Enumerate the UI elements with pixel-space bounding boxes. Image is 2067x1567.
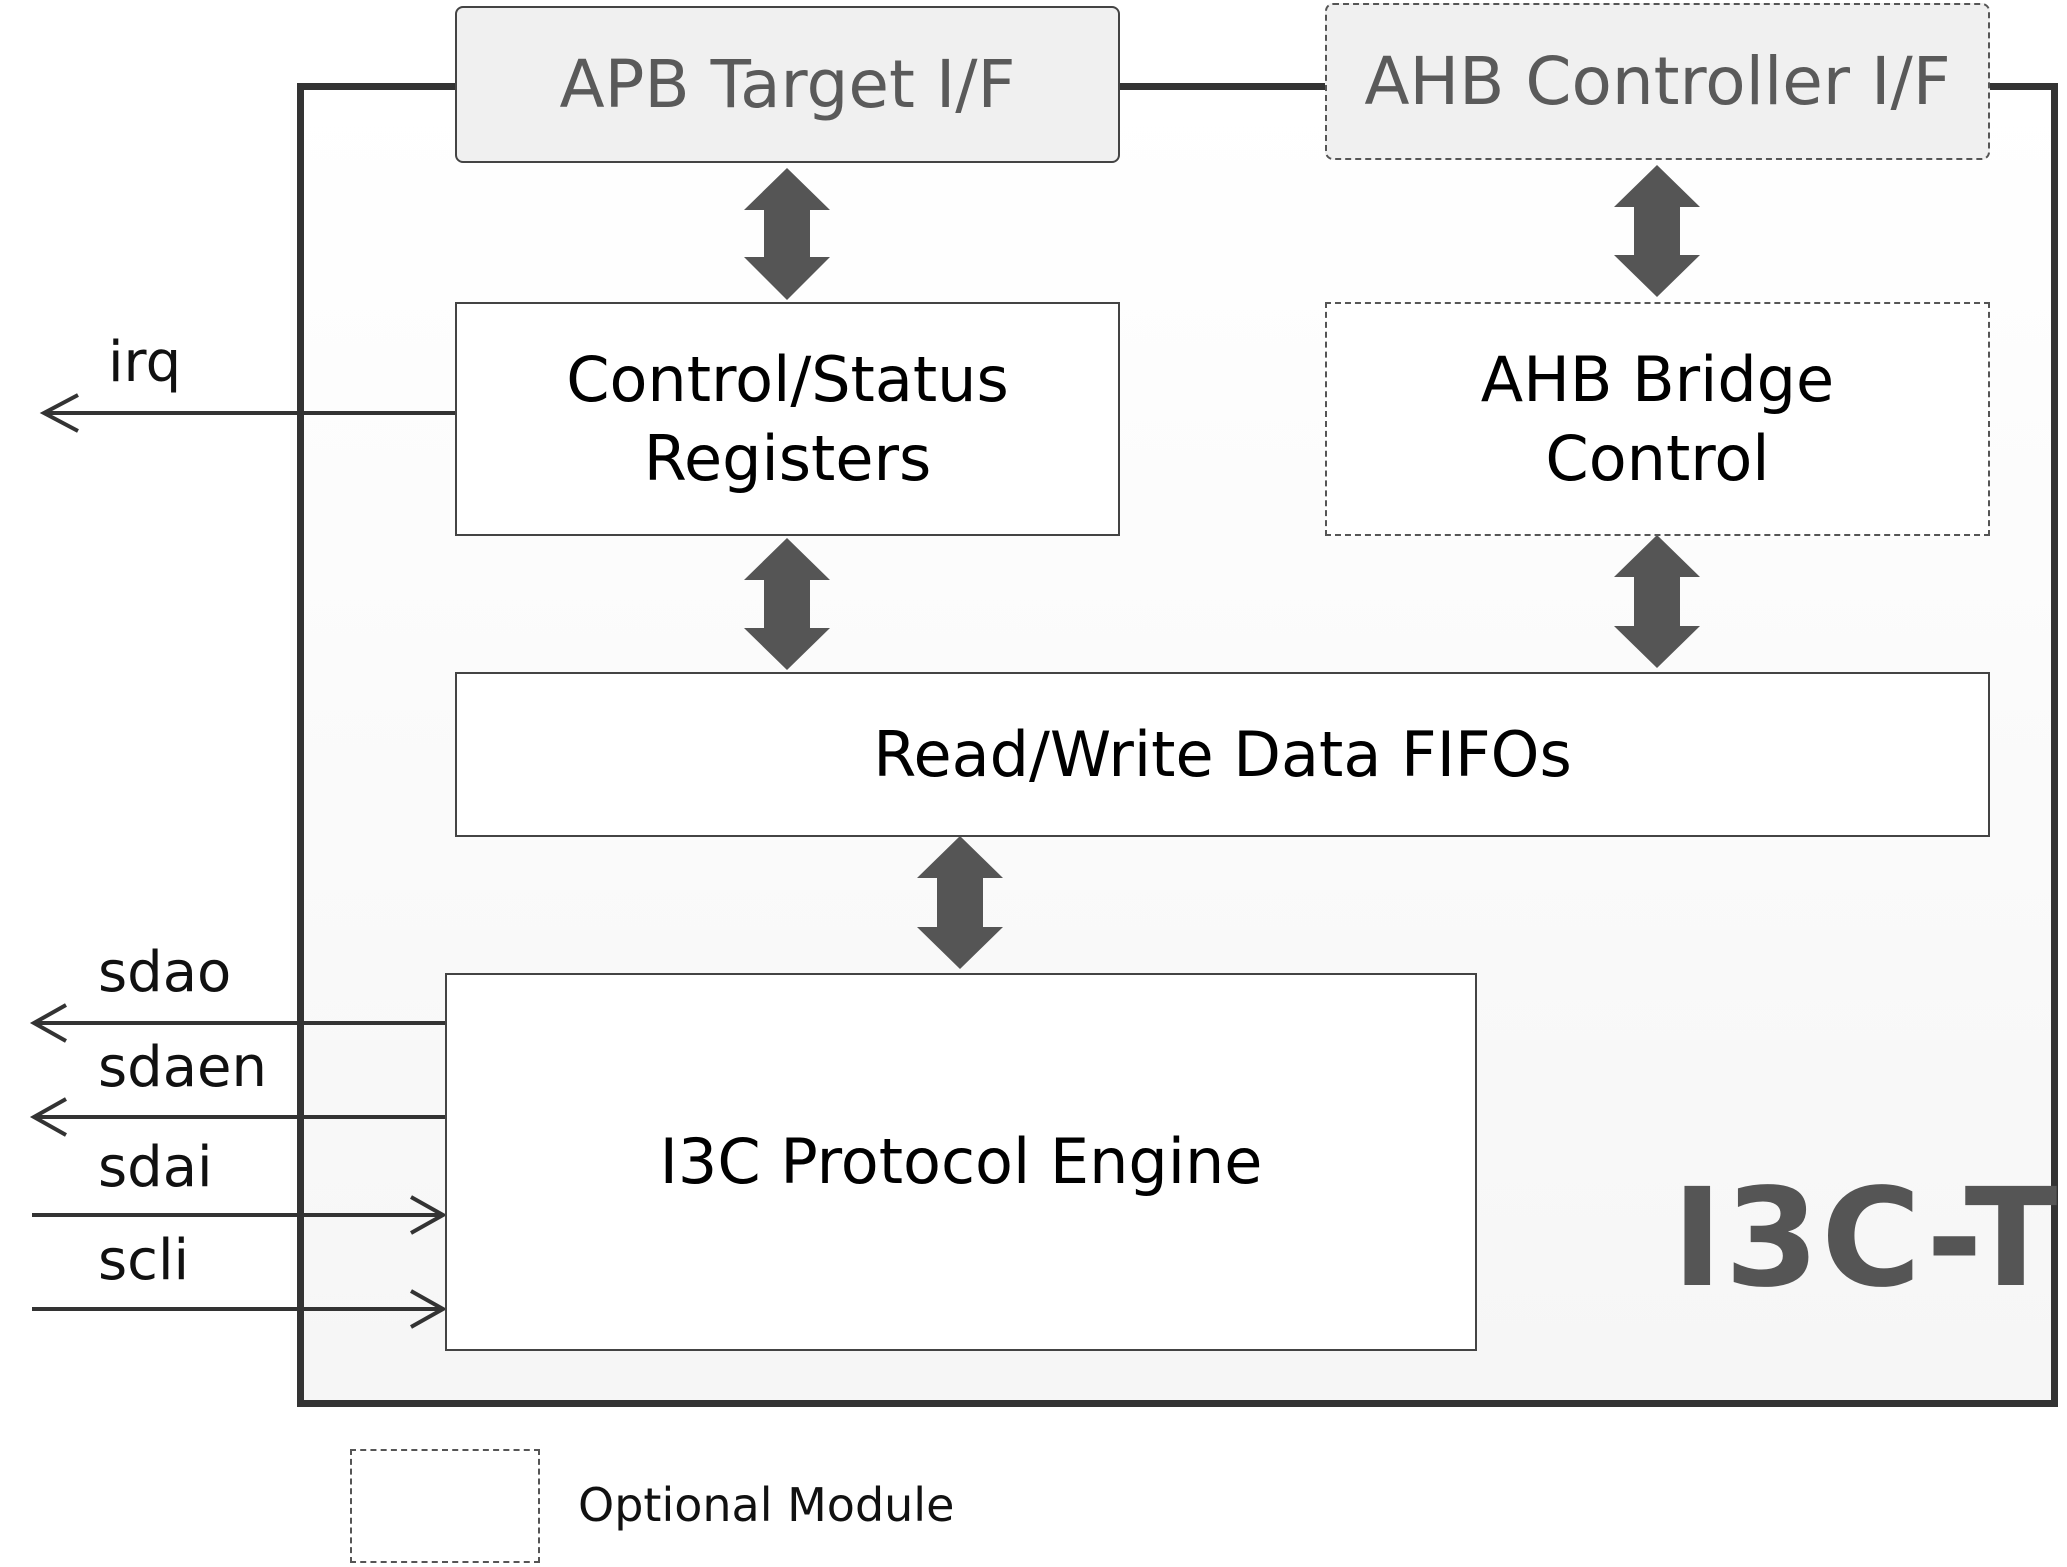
- apb-target-interface: APB Target I/F: [455, 6, 1120, 163]
- sdaen-line: [29, 1097, 445, 1137]
- protocol-engine-label: I3C Protocol Engine: [659, 1125, 1263, 1199]
- legend-optional-label: Optional Module: [578, 1478, 955, 1532]
- arrow-registers-to-fifos: [744, 538, 830, 670]
- ahb-controller-label: AHB Controller I/F: [1364, 43, 1951, 120]
- irq-line: [39, 393, 455, 433]
- ahb-bridge-label: AHB Bridge Control: [1480, 342, 1835, 495]
- sdao-label: sdao: [98, 940, 232, 1005]
- control-status-label: Control/Status Registers: [566, 342, 1009, 495]
- scli-label: scli: [98, 1228, 190, 1293]
- arrow-ahb-to-bridge: [1614, 165, 1700, 297]
- protocol-engine-block: I3C Protocol Engine: [445, 973, 1477, 1351]
- core-name-label: I3C-T: [1672, 1160, 2060, 1318]
- arrow-apb-to-registers: [744, 168, 830, 300]
- scli-line: [32, 1289, 448, 1329]
- sdaen-label: sdaen: [98, 1035, 267, 1100]
- sdao-line: [29, 1003, 445, 1043]
- data-fifos-block: Read/Write Data FIFOs: [455, 672, 1990, 837]
- ahb-controller-interface: AHB Controller I/F: [1325, 3, 1990, 160]
- arrow-bridge-to-fifos: [1614, 535, 1700, 668]
- arrow-fifos-to-engine: [917, 836, 1003, 969]
- fifos-label: Read/Write Data FIFOs: [873, 717, 1572, 791]
- sdai-label: sdai: [98, 1135, 213, 1200]
- legend-optional-swatch: [350, 1449, 540, 1563]
- sdai-line: [32, 1195, 448, 1235]
- control-status-registers-block: Control/Status Registers: [455, 302, 1120, 536]
- irq-label: irq: [108, 330, 182, 395]
- apb-target-label: APB Target I/F: [559, 46, 1016, 123]
- ahb-bridge-control-block: AHB Bridge Control: [1325, 302, 1990, 536]
